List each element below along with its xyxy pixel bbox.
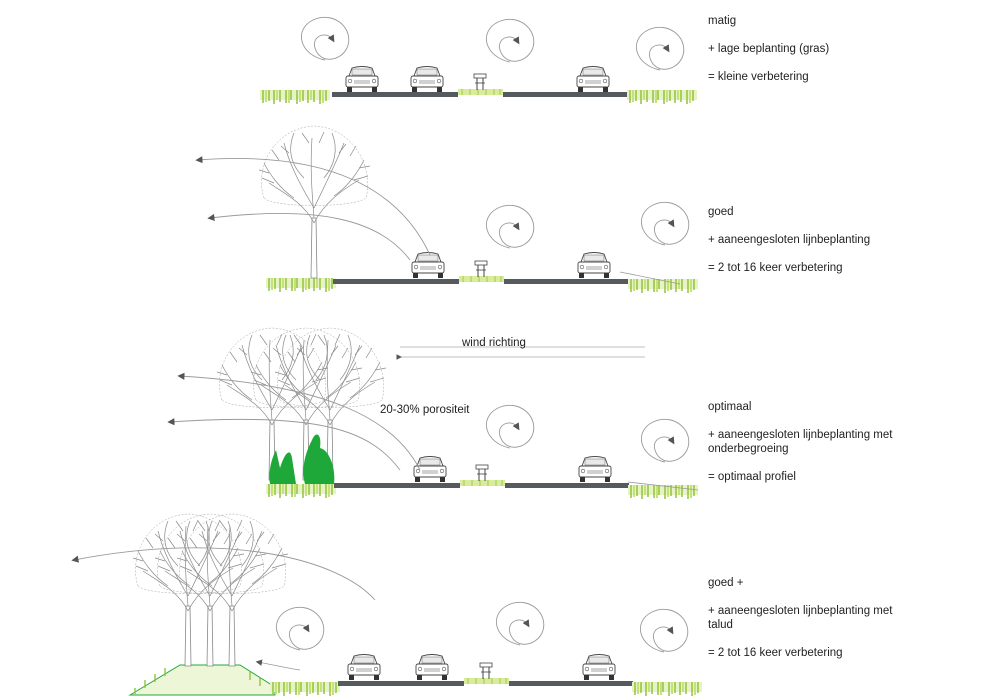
section-title: matig — [708, 15, 737, 27]
section-optimaal-text: optimaal + aaneengesloten lijnbeplanting… — [708, 400, 892, 484]
section-line: + aaneengesloten lijnbeplanting — [708, 234, 871, 246]
section-result: = optimaal profiel — [708, 471, 796, 483]
section-goed-plus-text: goed + + aaneengesloten lijnbeplanting m… — [708, 576, 892, 660]
section-result: = 2 tot 16 keer verbetering — [708, 647, 843, 659]
profile-goed-plus — [71, 513, 703, 697]
section-title: optimaal — [708, 401, 752, 413]
section-title: goed + — [708, 577, 744, 589]
section-line: + lage beplanting (gras) — [708, 43, 830, 55]
section-goed-text: goed + aaneengesloten lijnbeplanting = 2… — [708, 205, 870, 275]
section-result: = kleine verbetering — [708, 71, 809, 83]
porosity-label: 20-30% porositeit — [380, 404, 470, 416]
profile-matig — [259, 17, 698, 105]
section-result: = 2 tot 16 keer verbetering — [708, 262, 843, 274]
profile-goed — [195, 125, 699, 294]
section-line-cont: onderbegroeing — [708, 443, 789, 455]
section-matig-text: matig + lage beplanting (gras) = kleine … — [708, 14, 829, 84]
wind-direction-label: wind richting — [462, 337, 526, 349]
section-line: + aaneengesloten lijnbeplanting met — [708, 429, 893, 441]
profile-optimaal — [167, 327, 699, 500]
section-line: + aaneengesloten lijnbeplanting met — [708, 605, 893, 617]
section-title: goed — [708, 206, 734, 218]
section-line-cont: talud — [708, 619, 733, 631]
